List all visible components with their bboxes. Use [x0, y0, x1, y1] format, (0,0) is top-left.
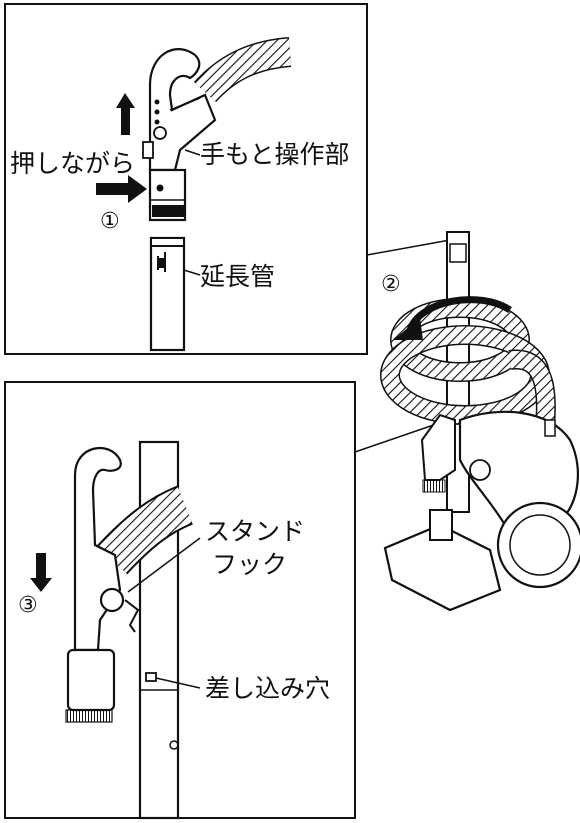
label-handle: 手もと操作部: [200, 140, 350, 169]
label-insert-hole: 差し込み穴: [205, 674, 330, 703]
extension-tube-icon: [149, 236, 186, 352]
panel-1: 押しながら 手もと操作部 延長管 ①: [4, 3, 368, 355]
step-1-marker: ①: [100, 209, 120, 234]
handle-icon: [65, 446, 140, 723]
arrow-down-icon: [30, 553, 52, 592]
insert-hole-icon: [145, 672, 157, 682]
panel-3: スタンド フック 差し込み穴 ③: [4, 381, 356, 820]
stand-hook-icon: [99, 587, 125, 613]
label-stand-hook-line2: フック: [212, 550, 287, 579]
arrow-right-icon: [96, 175, 147, 203]
rotate-arrow-icon: [406, 296, 512, 332]
label-stand-hook-line1: スタンド: [205, 517, 305, 546]
handle-icon: [142, 48, 217, 222]
step-2-marker: ②: [381, 272, 401, 297]
label-pressing: 押しながら: [10, 149, 135, 178]
arrow-up-icon: [116, 93, 135, 135]
label-extension-tube: 延長管: [200, 262, 275, 291]
step-3-marker: ③: [18, 593, 38, 618]
vacuum-cleaner-icon: [380, 231, 580, 612]
